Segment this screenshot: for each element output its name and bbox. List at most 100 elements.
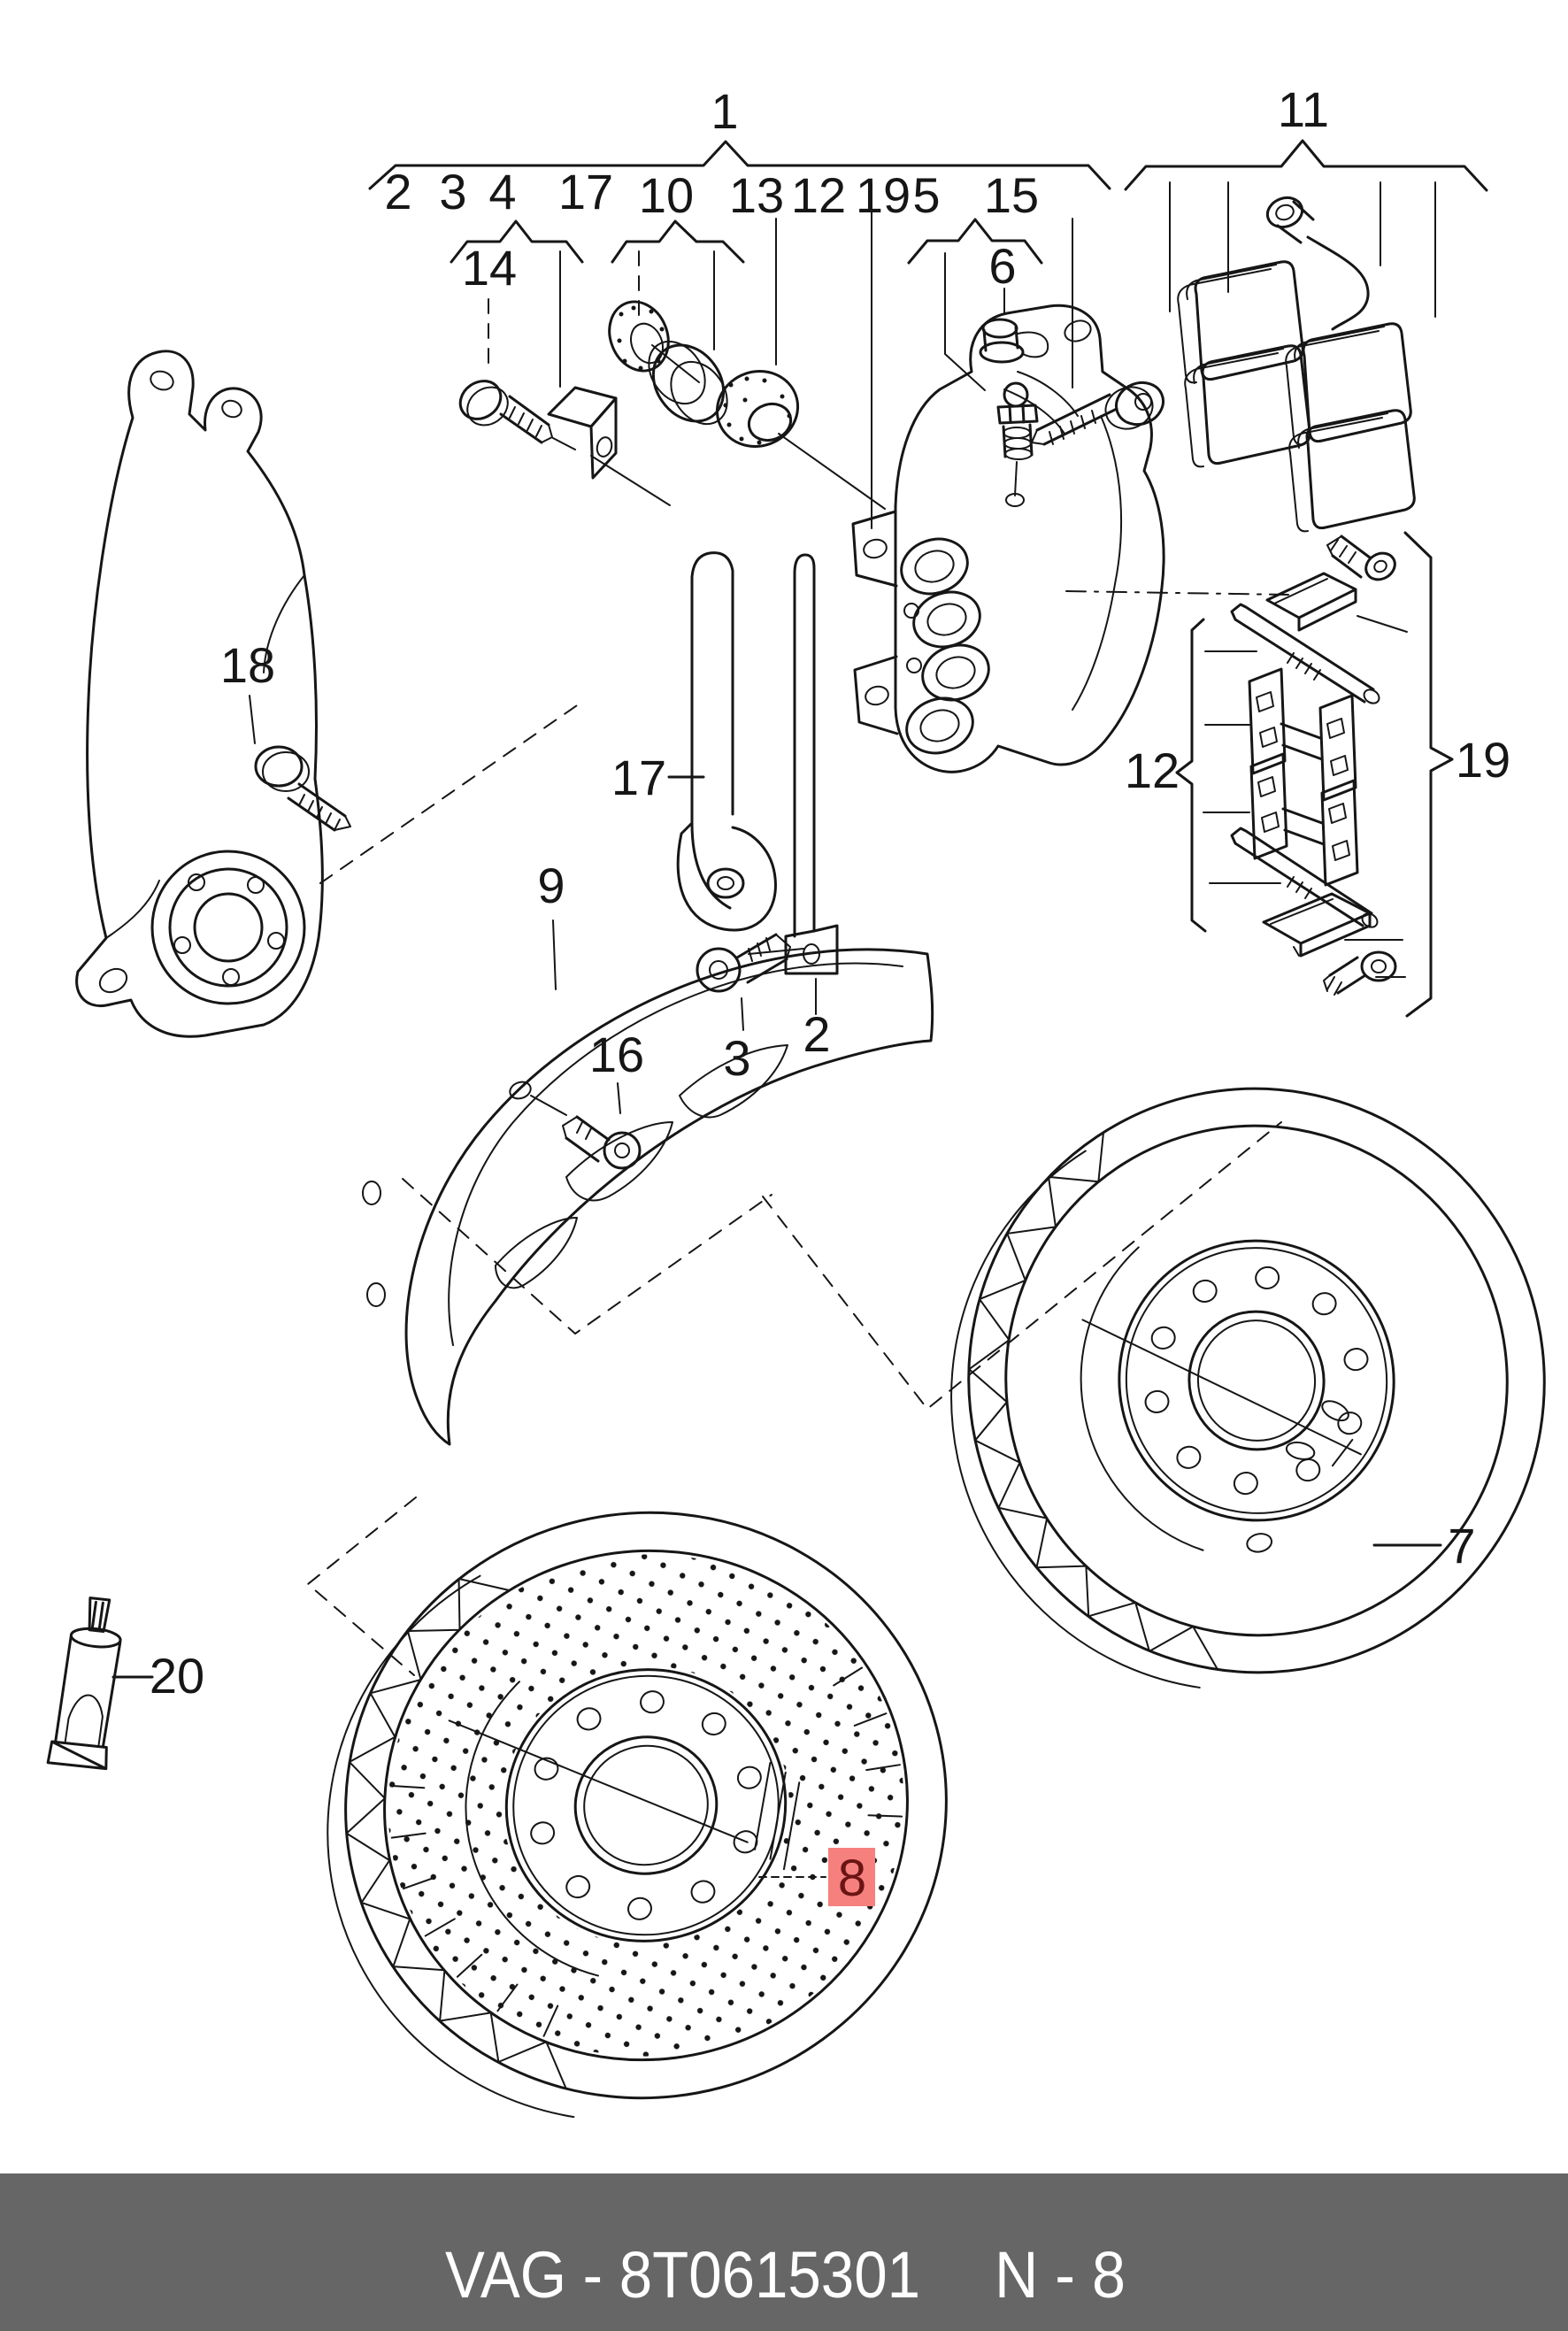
- knuckle-outline: [75, 350, 324, 1038]
- caliper-bleeder-boss: [1005, 493, 1025, 507]
- shield-cutout-2: [565, 1121, 673, 1202]
- hub-bolt-holes: [173, 873, 285, 986]
- part-label-14: 14: [462, 240, 517, 296]
- assembly-axis: [651, 344, 886, 510]
- part-label-12-top: 12: [791, 167, 846, 223]
- bleeder-cap: [979, 318, 1049, 364]
- caliper-piston-bores: [900, 537, 990, 755]
- pad-bolt: [1326, 535, 1396, 581]
- hub-bore: [193, 892, 264, 963]
- part-label-19: 19: [1456, 732, 1510, 788]
- disc7-thickness: [950, 1150, 1201, 1689]
- brake-pad: [1177, 260, 1304, 384]
- part-label-6: 6: [988, 238, 1016, 294]
- part-label-17: 17: [611, 750, 666, 805]
- footer-page-ref: N - 8: [995, 2238, 1126, 2312]
- caliper-lug-2-hole: [865, 685, 889, 706]
- piston-dots: [723, 376, 792, 445]
- bolt-18-shaft: [287, 782, 347, 832]
- bolt-3-head: [696, 947, 742, 993]
- part-label-13-top: 13: [729, 167, 784, 223]
- caliper-lug-2: [853, 655, 899, 735]
- bolt-15-socket: [1134, 393, 1152, 411]
- shield-cutout-3: [495, 1217, 578, 1289]
- bracket-5: [907, 218, 1043, 265]
- bleeder-valve: [996, 381, 1039, 496]
- disc7-outer: [967, 1087, 1546, 1674]
- leader-18: [249, 695, 256, 744]
- bracket-11-line: [1124, 139, 1488, 192]
- tube-cap: [88, 1596, 111, 1633]
- shield-inner-arc: [448, 962, 903, 1346]
- flat-clip: [1262, 892, 1372, 958]
- group-bracket-11: 11: [1124, 81, 1488, 192]
- clip-leader: [1357, 615, 1408, 633]
- knuckle-lower-eye: [98, 967, 128, 994]
- part-label-2: 2: [803, 1006, 830, 1062]
- tube-crimp: [46, 1740, 108, 1771]
- shield-bolt-16: 16: [530, 1027, 644, 1170]
- group-bracket-1: 1: [368, 83, 1111, 190]
- disc8-axis: [448, 1719, 749, 1843]
- disc8-ring-arc: [465, 1681, 599, 1977]
- retaining-plate-2: 2: [784, 553, 839, 1062]
- leader-v-left-disc: [402, 1178, 772, 1335]
- carrier-foot: [676, 821, 777, 932]
- highlighted-callout-8[interactable]: 8: [758, 1848, 875, 1907]
- disc7-slot-1: [1321, 1400, 1349, 1422]
- kit-bolt: [1323, 950, 1397, 996]
- disc8-hat: [504, 1668, 788, 1942]
- disc8-thickness: [327, 1574, 575, 2119]
- bolt-14-threads: [509, 406, 553, 443]
- shield-hole-3: [366, 1282, 386, 1307]
- caliper-clip-leader: [1065, 590, 1289, 596]
- knuckle-arm-line: [263, 574, 305, 673]
- leader-16: [617, 1082, 621, 1114]
- part-label-7: 7: [1448, 1518, 1475, 1573]
- brake-caliper: [851, 304, 1289, 773]
- brake-disc-drilled: [327, 1511, 948, 2119]
- caliper-outline: [894, 304, 1165, 773]
- carrier-bolt-3: 3: [696, 933, 804, 1086]
- pipe-bracket-flange: [547, 386, 618, 428]
- sensor-wire: [1306, 235, 1370, 331]
- splash-shield: 9: [362, 858, 934, 1446]
- knuckle-eye-hole-1: [150, 370, 174, 391]
- disc8-hub-bore: [573, 1735, 719, 1875]
- bracket-4: [450, 219, 584, 264]
- guide-pin-top: [1230, 603, 1380, 704]
- bolt-18-head-side: [262, 751, 310, 792]
- brake-disc-vented: [950, 1087, 1546, 1689]
- bolt-18-threads: [298, 794, 351, 831]
- part-label-8[interactable]: 8: [838, 1850, 866, 1907]
- leader-3: [741, 997, 744, 1031]
- disc8-vane-hatch: [345, 1578, 567, 2090]
- bolt-16-axis: [530, 1095, 567, 1116]
- tube-body: [54, 1635, 122, 1749]
- bleeder-cap-tab: [1017, 331, 1049, 358]
- bracket-1-line: [368, 140, 1111, 190]
- leader-knuckle: [319, 703, 580, 884]
- hub-outer: [150, 850, 306, 1005]
- bolt-3-axis: [748, 948, 804, 955]
- disc8-drill-dots: [388, 1554, 904, 2057]
- disc7-face: [1004, 1124, 1509, 1637]
- pipe-bracket-face: [589, 396, 618, 480]
- brake-pad-4: [1287, 409, 1416, 533]
- brace-19: [1403, 531, 1454, 1018]
- shield-cutout-1: [679, 1044, 788, 1119]
- plate-rails: [793, 553, 816, 938]
- wear-sensor: [1265, 196, 1370, 331]
- part-label-19-top: 19: [856, 167, 911, 223]
- footer-part-code: VAG - 8T0615301: [445, 2238, 920, 2312]
- part-label-16: 16: [589, 1027, 644, 1082]
- disc7-hub-bore: [1188, 1310, 1326, 1451]
- disc8-slots: [389, 1666, 903, 2037]
- tube-seam: [64, 1694, 104, 1746]
- caliper-lug-1-hole: [863, 538, 888, 559]
- bolt-14: [458, 380, 576, 450]
- bolt-18-head: [254, 745, 304, 788]
- caliper-pad-edge: [1072, 415, 1123, 711]
- highlight-box[interactable]: [828, 1848, 875, 1906]
- part-label-2-top: 2: [384, 164, 411, 219]
